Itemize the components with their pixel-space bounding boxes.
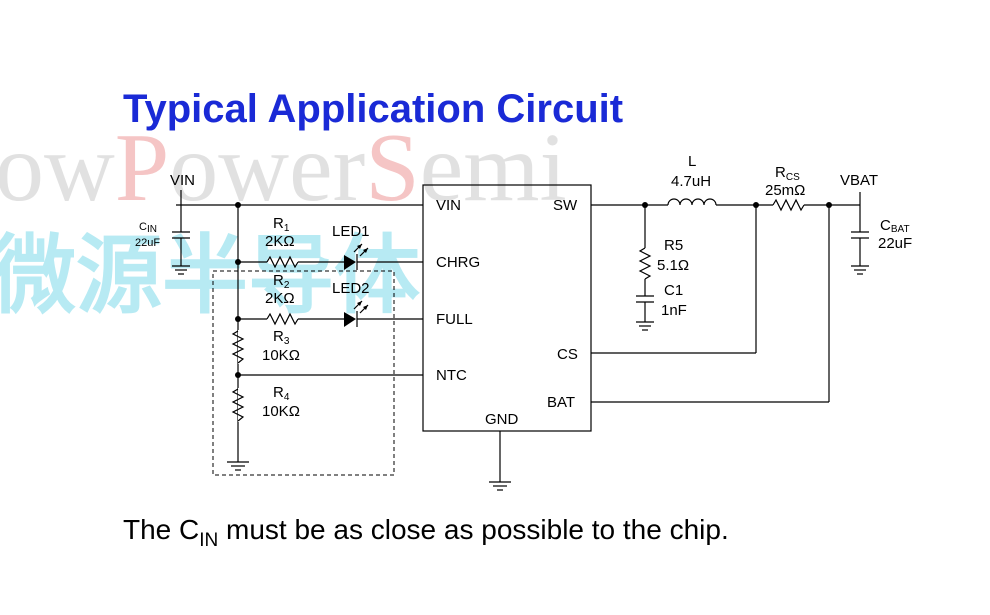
r1-value: 2KΩ [265, 233, 295, 250]
vin-label: VIN [170, 172, 195, 189]
led1-diode [344, 255, 356, 270]
ntc-divider: R3 10KΩ R4 10KΩ [212, 270, 423, 476]
page-title: Typical Application Circuit [123, 87, 623, 131]
rcs-name: RCS [775, 164, 800, 183]
r2-led2-branch: R2 2KΩ LED2 [238, 272, 423, 327]
r4-name: R4 [273, 384, 290, 403]
pin-gnd-label: GND [485, 411, 519, 428]
r2-resistor [266, 312, 299, 326]
c1-name: C1 [664, 282, 683, 299]
r5-name: R5 [664, 237, 683, 254]
junction-dot [235, 202, 241, 208]
optional-ntc-dashed-box [212, 270, 395, 476]
r5-value: 5.1Ω [657, 257, 689, 274]
rcs-resistor [772, 198, 805, 212]
l-value: 4.7uH [671, 173, 711, 190]
r3-resistor [231, 330, 245, 364]
ic-ground [489, 431, 511, 491]
pin-chrg-label: CHRG [436, 254, 480, 271]
r4-resistor [231, 388, 245, 422]
pin-vin-label: VIN [436, 197, 461, 214]
cin-name: CIN [139, 221, 157, 235]
vbat-label: VBAT [840, 172, 878, 189]
watermark: owPowerSemi 微源半导体 [0, 114, 567, 326]
cbat-name: CBAT [880, 217, 910, 235]
r2-value: 2KΩ [265, 290, 295, 307]
cin-value: 22uF [135, 237, 160, 249]
inductor-l [667, 198, 717, 206]
pin-ntc-label: NTC [436, 367, 467, 384]
r1-resistor [266, 255, 299, 269]
r5-resistor [638, 247, 652, 280]
led2-label: LED2 [332, 280, 370, 297]
pin-cs-label: CS [557, 346, 578, 363]
output-net: L 4.7uH RCS 25mΩ VBAT R5 5.1Ω C1 1nF CBA… [591, 153, 912, 403]
r3-name: R3 [273, 328, 290, 347]
r2-name: R2 [273, 272, 290, 291]
l-name: L [688, 153, 696, 170]
led1-label: LED1 [332, 223, 370, 240]
pin-bat-label: BAT [547, 394, 575, 411]
r3-value: 10KΩ [262, 347, 300, 364]
r4-value: 10KΩ [262, 403, 300, 420]
watermark-text-cjk: 微源半导体 [0, 226, 420, 326]
layout-note: The CIN must be as close as possible to … [123, 514, 729, 551]
vin-net: VIN CIN 22uF [135, 172, 423, 275]
r1-name: R1 [273, 215, 290, 234]
ic-chip-body [422, 184, 592, 432]
led2-diode [344, 312, 356, 327]
pin-full-label: FULL [436, 311, 473, 328]
c1-value: 1nF [661, 302, 687, 319]
pin-sw-label: SW [553, 197, 578, 214]
rcs-value: 25mΩ [765, 182, 805, 199]
watermark-text-a: owPowerSemi [0, 114, 567, 222]
cbat-value: 22uF [878, 235, 912, 252]
r1-led1-branch: R1 2KΩ LED1 [238, 215, 423, 270]
